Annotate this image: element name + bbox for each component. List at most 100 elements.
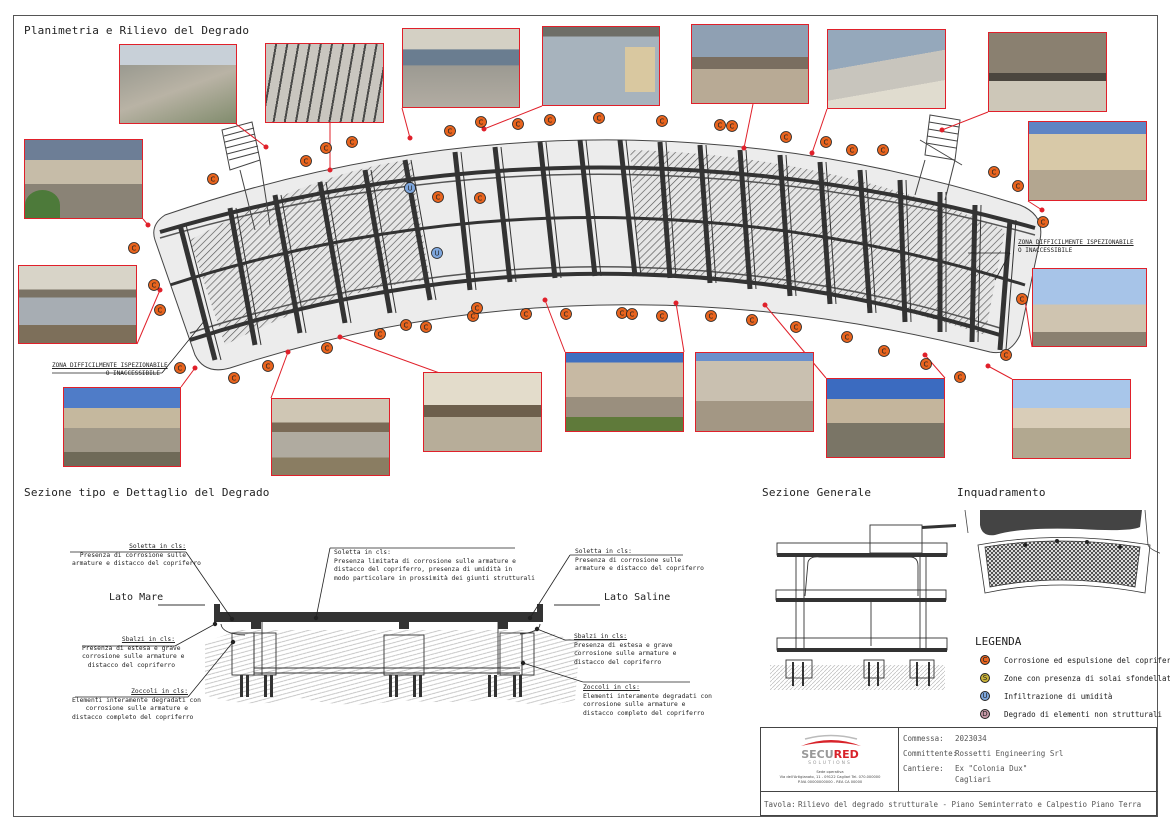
svg-text:C: C <box>132 245 137 253</box>
svg-text:C: C <box>845 334 850 342</box>
photo-leader-line <box>180 367 196 388</box>
corrosion-marker: C <box>444 125 456 137</box>
corrosion-marker: C <box>300 155 312 167</box>
company-address: Sede operativa Via dell'Artigianato, 11 … <box>761 770 899 785</box>
svg-text:C: C <box>660 118 665 126</box>
svg-text:C: C <box>784 134 789 142</box>
svg-text:C: C <box>882 348 887 356</box>
photo-cracked-beam[interactable] <box>402 28 520 108</box>
svg-text:C: C <box>304 158 309 166</box>
leader-dot <box>157 287 163 293</box>
corrosion-marker: C <box>207 173 219 185</box>
photo-spalled-beam[interactable] <box>691 24 809 104</box>
legend-label: Corrosione ed espulsione del copriferro <box>1004 655 1170 665</box>
svg-text:C: C <box>158 307 163 315</box>
leader-dot <box>1039 207 1045 213</box>
svg-text:C: C <box>881 147 886 155</box>
corrosion-marker: C <box>420 321 432 333</box>
photo-leader-line <box>235 123 267 148</box>
zone-label-right-line1: ZONA DIFFICILMENTE ISPEZIONABILE <box>1018 239 1134 246</box>
photo-boarded-window[interactable] <box>542 26 660 106</box>
svg-text:C: C <box>424 324 429 332</box>
note-line: Elementi interamente degradati con <box>72 696 201 704</box>
structural-frame-edge <box>370 169 397 314</box>
corrosion-marker: C <box>878 345 890 357</box>
legend-label: Infiltrazione di umidità <box>1004 691 1113 701</box>
structural-frame <box>697 144 713 284</box>
photo-graffiti-2[interactable] <box>695 352 814 432</box>
structural-frame <box>537 141 558 279</box>
structural-frame-edge <box>665 141 677 279</box>
committente-label: Committente: <box>903 749 958 758</box>
structural-frame-edge <box>235 207 262 346</box>
svg-text:C: C <box>475 305 480 313</box>
note-line: corrosione sulle armature e <box>574 650 677 657</box>
zone-label-left-line1: ZONA DIFFICILMENTE ISPEZIONABILE <box>52 362 168 369</box>
hatched-zone-right <box>630 150 1005 335</box>
note-line: Presenza limitata di corrosione sulle ar… <box>334 557 516 565</box>
photo-leader-line <box>544 299 566 353</box>
corrosion-marker: C <box>148 279 160 291</box>
photo-leader-line <box>270 351 289 399</box>
photo-ceiling-slab[interactable] <box>827 29 946 109</box>
note-line: distacco del copriferro, presenza di umi… <box>334 566 513 573</box>
photo-overhang-vegetation[interactable] <box>24 139 143 219</box>
zone-label-left: ZONA DIFFICILMENTE ISPEZIONABILE O INACC… <box>52 362 168 378</box>
photo-balcony-sky-2[interactable] <box>1012 379 1131 459</box>
legend-title: LEGENDA <box>975 635 1022 648</box>
leader-dot <box>741 145 747 151</box>
corrosion-marker: C <box>544 114 556 126</box>
note-zoccoli-right: Zoccoli in cls: Elementi interamente deg… <box>583 684 712 718</box>
leader-dot <box>762 302 768 308</box>
note-line: distacco del copriferro <box>87 661 175 669</box>
corrosion-marker: C <box>790 321 802 333</box>
leader-dot <box>145 222 151 228</box>
structural-frame <box>177 224 218 361</box>
svg-text:C: C <box>232 375 237 383</box>
note-line: armature e distacco del copriferro <box>575 565 704 572</box>
structural-frame-edge <box>585 139 602 277</box>
photo-staircase[interactable] <box>119 44 237 124</box>
photo-slab-overhang-side[interactable] <box>18 265 137 344</box>
company-line: Sede operativa <box>816 770 844 774</box>
structural-frame-edge <box>865 169 877 314</box>
cantiere-label: Cantiere: <box>903 764 944 773</box>
photo-overhang-underside[interactable] <box>271 398 390 476</box>
svg-text:C: C <box>266 363 271 371</box>
lato-mare-label: Lato Mare <box>109 592 164 603</box>
photo-leader-line <box>743 103 754 149</box>
svg-text:C: C <box>992 169 997 177</box>
structural-frame-edge <box>705 144 717 284</box>
structural-frame-edge <box>1005 219 1017 351</box>
svg-text:C: C <box>1041 219 1046 227</box>
photo-balcony-sky[interactable] <box>1032 268 1147 347</box>
structural-frame <box>317 181 348 324</box>
structural-frame <box>777 154 793 297</box>
photo-graffiti-1[interactable] <box>565 352 684 432</box>
structural-frame <box>452 151 473 291</box>
photo-overhang-beam[interactable] <box>423 372 542 452</box>
structural-frame <box>897 179 908 323</box>
note-line: modo particolare in prossimità dei giunt… <box>334 574 535 582</box>
note-head: Soletta in cls: <box>334 549 391 556</box>
leader-dot <box>922 352 928 358</box>
photo-ceiling-rebar[interactable] <box>265 43 384 123</box>
note-head: Zoccoli in cls: <box>583 684 640 691</box>
corrosion-marker: C <box>346 136 358 148</box>
photo-slab-edge[interactable] <box>826 378 945 458</box>
photo-balcony-below[interactable] <box>63 387 181 467</box>
corrosion-marker: C <box>321 342 333 354</box>
structural-frame-edge <box>745 149 757 290</box>
structural-frame <box>817 161 833 305</box>
general-section-drawing <box>770 524 956 690</box>
photo-degraded-ceiling[interactable] <box>988 32 1107 112</box>
structural-frame-edge <box>185 224 222 361</box>
svg-text:C: C <box>378 331 383 339</box>
zone-label-left-line2: O INACCESSIBILE <box>105 370 160 377</box>
photo-leader-line <box>1024 299 1033 348</box>
titleblock-divider <box>761 791 1158 792</box>
corrosion-marker: C <box>780 131 792 143</box>
photo-rounded-balcony[interactable] <box>1028 121 1147 201</box>
svg-text:C: C <box>478 195 483 203</box>
svg-text:C: C <box>620 310 625 318</box>
